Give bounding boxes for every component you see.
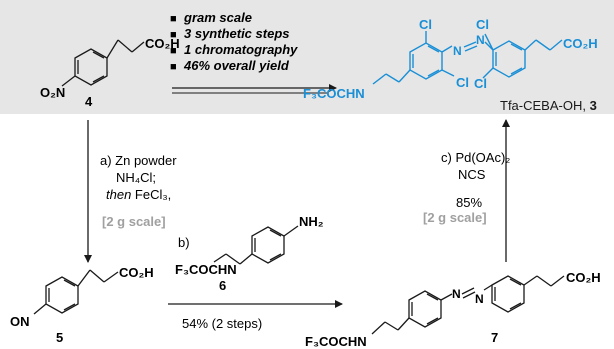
compound-4 (61, 39, 145, 87)
compound-4-number: 4 (85, 94, 93, 109)
bullet-4: ■ (170, 61, 177, 73)
compound-7-azo-n2: N (475, 292, 484, 306)
compound-3-acid: CO₂H (563, 36, 598, 51)
highlight-1: gram scale (183, 10, 252, 25)
bullet-2: ■ (170, 29, 177, 41)
compound-3-amide: F₃COCHN (303, 86, 365, 101)
highlight-2: 3 synthetic steps (184, 26, 290, 41)
compound-3-azo-n2: N (476, 33, 485, 47)
bullet-3: ■ (170, 45, 177, 57)
compound-3-cl-2: Cl (456, 75, 469, 90)
highlights-list: ■ gram scale ■ 3 synthetic steps ■ 1 chr… (170, 10, 298, 73)
compound-4-acid: CO₂H (145, 36, 180, 51)
step-a-line2: NH₄Cl; (116, 170, 156, 185)
compound-3-cl-3: Cl (476, 17, 489, 32)
compound-7 (371, 275, 565, 335)
step-a-scale: [2 g scale] (102, 214, 166, 229)
step-c-scale: [2 g scale] (423, 210, 487, 225)
compound-3-azo-n1: N (453, 44, 462, 58)
compound-7-amide: F₃COCHN (305, 334, 367, 349)
bullet-1: ■ (170, 13, 177, 25)
compound-5-number: 5 (56, 330, 63, 345)
compound-4-no2: O₂N (40, 85, 65, 100)
compound-6-nh2: NH₂ (299, 214, 324, 229)
step-a-line1: a) Zn powder (100, 153, 177, 168)
compound-3-cl-1: Cl (419, 17, 432, 32)
compound-3-cl-4: Cl (474, 76, 487, 91)
step-c-line2: NCS (458, 167, 486, 182)
highlight-4: 46% overall yield (183, 58, 290, 73)
compound-7-number: 7 (491, 330, 498, 345)
highlight-3: 1 chromatography (184, 42, 298, 57)
step-a-line3: then FeCl₃, (106, 187, 171, 202)
compound-5 (33, 269, 119, 315)
step-b-yield: 54% (2 steps) (182, 316, 262, 331)
compound-6-amide: F₃COCHN (175, 262, 237, 277)
step-b-label: b) (178, 235, 190, 250)
compound-5-acid: CO₂H (119, 265, 154, 280)
compound-5-on: ON (10, 314, 30, 329)
compound-3 (372, 31, 563, 85)
compound-7-azo-n1: N (452, 287, 461, 301)
compound-6 (213, 225, 299, 265)
compound-7-acid: CO₂H (566, 270, 601, 285)
compound-3-labels: Cl Cl Cl Cl N N CO₂H F₃COCHN (303, 17, 598, 101)
compound-6-number: 6 (219, 278, 226, 293)
compound-3-name: Tfa-CEBA-OH, 3 (500, 98, 597, 113)
step-c-yield: 85% (456, 195, 482, 210)
step-c-line1: c) Pd(OAc)₂ (441, 150, 510, 165)
